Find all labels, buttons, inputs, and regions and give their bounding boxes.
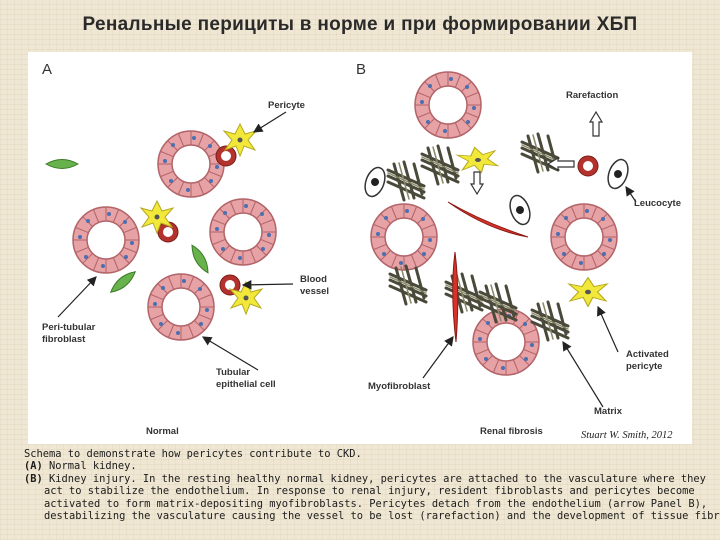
tubule: [72, 206, 140, 274]
label-myofibroblast: Myofibroblast: [368, 381, 431, 392]
figure-svg: A Pericyte Blood vessel Peri-tubular fib…: [42, 61, 681, 441]
label-activated: Activated: [626, 349, 669, 360]
tubule: [157, 130, 225, 198]
matrix: [444, 272, 484, 314]
matrix: [388, 264, 428, 306]
caption-a-text: Normal kidney.: [42, 460, 137, 473]
label-peritubular: Peri-tubular: [42, 322, 96, 333]
tubule: [550, 203, 618, 271]
caption-b-text: Kidney injury. In the resting healthy no…: [42, 472, 706, 485]
figure-panel: A Pericyte Blood vessel Peri-tubular fib…: [28, 52, 692, 444]
tubule: [370, 203, 438, 271]
panel-a-label: A: [42, 61, 52, 78]
label-tubular: Tubular: [216, 367, 250, 378]
figure-caption: Schema to demonstrate how pericytes cont…: [24, 448, 720, 523]
activated-pericyte: [568, 277, 608, 307]
fibroblast: [45, 159, 79, 169]
label-fibroblast: fibroblast: [42, 334, 86, 345]
fibroblast: [187, 242, 213, 276]
label-leucocyte: Leucocyte: [634, 198, 681, 209]
caption-line-1: Schema to demonstrate how pericytes cont…: [24, 448, 362, 460]
figure-credit: Stuart W. Smith, 2012: [581, 430, 673, 441]
label-epithelial: epithelial cell: [216, 379, 276, 390]
myofibroblast: [452, 251, 459, 343]
label-normal: Normal: [146, 426, 179, 437]
slide-title: Ренальные перициты в норме и при формиро…: [82, 14, 638, 35]
label-blood: Blood: [300, 274, 327, 285]
caption-line-3: (B) Kidney injury. In the resting health…: [24, 473, 714, 485]
caption-a-tag: (A): [24, 460, 43, 473]
panel-b-arrows: [422, 186, 637, 408]
panel-b-diagram: [360, 71, 633, 376]
myofibroblast: [447, 201, 529, 238]
label-matrix: Matrix: [594, 406, 623, 417]
panel-a-diagram: [45, 123, 277, 341]
caption-b-tag: (B): [24, 472, 43, 485]
caption-line-2: (A) Normal kidney.: [24, 460, 714, 472]
matrix: [420, 144, 460, 186]
leucocyte: [505, 192, 535, 228]
leucocyte: [360, 164, 390, 200]
label-renal-fibrosis: Renal fibrosis: [480, 426, 543, 437]
blood-vessel: [577, 155, 599, 177]
caption-line-5: activated to form matrix-depositing myof…: [44, 497, 708, 510]
caption-line-6: destabilizing the vasculature causing th…: [44, 510, 720, 523]
label-vessel: vessel: [300, 286, 329, 297]
panel-a-arrows: [57, 111, 294, 371]
caption-line-4: act to stabilize the endothelium. In res…: [44, 485, 695, 498]
tubule: [209, 198, 277, 266]
tubule: [147, 273, 215, 341]
pericyte: [455, 144, 501, 176]
label-activated-pericyte: pericyte: [626, 361, 662, 372]
panel-b-hollow-arrows: [469, 110, 604, 196]
leucocyte: [603, 156, 633, 192]
matrix: [386, 160, 426, 202]
panel-b-label: B: [356, 61, 366, 78]
tubule: [414, 71, 482, 139]
label-rarefaction: Rarefaction: [566, 90, 618, 101]
label-pericyte: Pericyte: [268, 100, 305, 111]
